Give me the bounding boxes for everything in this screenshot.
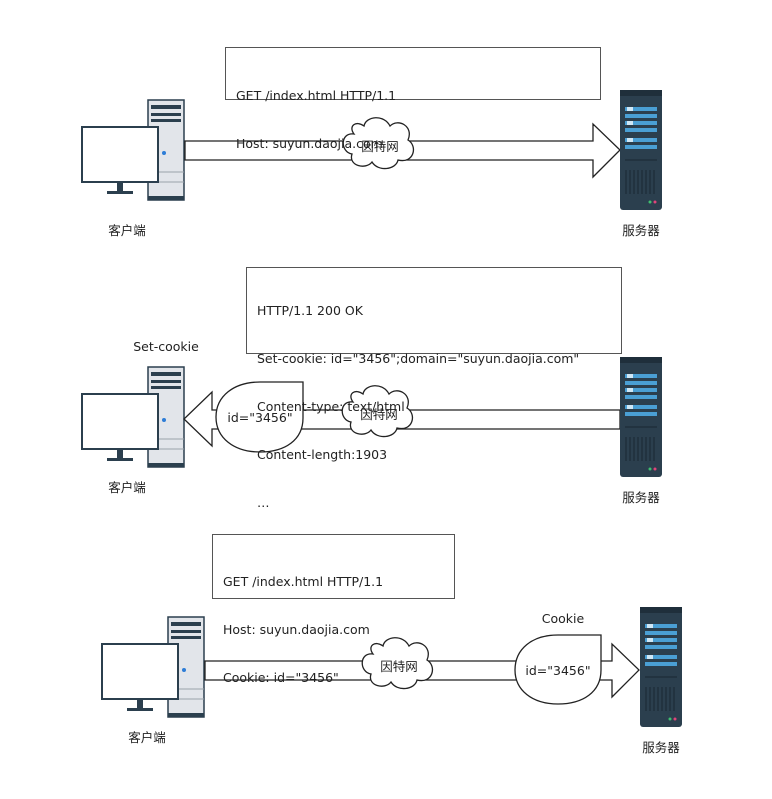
cookie-bubble — [215, 381, 304, 453]
cookie-bubble-text: id="3456" — [227, 410, 292, 425]
scene-1: 因特网 客户端 服务器 — [81, 89, 663, 238]
request-line: Host: suyun.daojia.com — [236, 136, 383, 151]
cookie-request-message-box: GET /index.html HTTP/1.1 Host: suyun.dao… — [212, 534, 455, 685]
client-label: 客户端 — [128, 730, 166, 745]
request-line: GET /index.html HTTP/1.1 — [223, 574, 384, 589]
internet-label: 因特网 — [361, 139, 399, 154]
cookie-bubble-text: id="3456" — [525, 663, 590, 678]
server-icon — [639, 606, 683, 728]
request-message-box: GET /index.html HTTP/1.1 Host: suyun.dao… — [225, 47, 601, 151]
scene-2: id="3456" 因特网 Set-cookie 客户端 服务器 — [81, 339, 663, 505]
request-line: GET /index.html HTTP/1.1 — [236, 88, 397, 103]
response-line: … — [257, 495, 270, 510]
client-label: 客户端 — [108, 480, 146, 495]
response-line: Content-type: text/html — [257, 399, 405, 414]
cookie-caption: Cookie — [542, 611, 585, 626]
internet-label: 因特网 — [380, 659, 418, 674]
response-line: HTTP/1.1 200 OK — [257, 303, 363, 318]
client-computer-icon — [101, 616, 205, 718]
internet-label: 因特网 — [360, 407, 398, 422]
server-icon — [619, 89, 663, 211]
set-cookie-caption: Set-cookie — [133, 339, 199, 354]
response-line: Content-length:1903 — [257, 447, 388, 462]
client-label: 客户端 — [108, 223, 146, 238]
server-label: 服务器 — [622, 490, 660, 505]
server-label: 服务器 — [622, 223, 660, 238]
client-computer-icon — [81, 366, 185, 468]
response-message-box: HTTP/1.1 200 OK Set-cookie: id="3456";do… — [246, 267, 622, 510]
server-icon — [619, 356, 663, 478]
server-label: 服务器 — [642, 740, 680, 755]
request-line: Host: suyun.daojia.com — [223, 622, 370, 637]
client-computer-icon — [81, 99, 185, 201]
cookie-bubble — [514, 634, 602, 705]
request-line: Cookie: id="3456" — [223, 670, 339, 685]
scene-3: 因特网 id="3456" Cookie 客户端 服务器 — [101, 606, 683, 755]
response-line: Set-cookie: id="3456";domain="suyun.daoj… — [257, 351, 580, 366]
